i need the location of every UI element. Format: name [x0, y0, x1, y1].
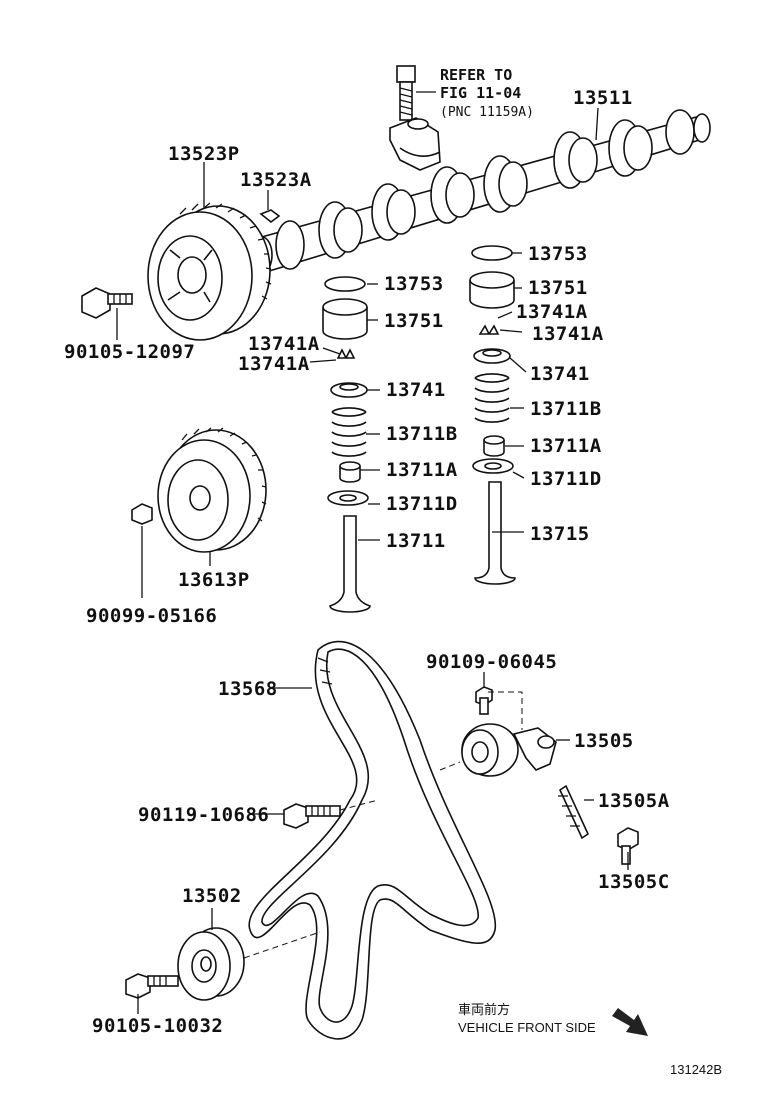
refer-line-2: FIG 11-04 — [440, 84, 521, 102]
label-valve-left: 13711 — [386, 530, 446, 552]
label-tensioner-bolt: 90109-06045 — [426, 651, 557, 673]
label-camshaft: 13511 — [573, 87, 633, 109]
refer-bolt-bracket — [389, 65, 441, 171]
label-crank-key: 90099-05166 — [86, 605, 217, 627]
label-seat-left: 13711D — [386, 493, 458, 515]
valve-stack-left — [322, 276, 371, 613]
cam-pulley — [147, 202, 272, 341]
crank-pulley — [157, 427, 267, 553]
valve-stack-right — [469, 245, 516, 585]
label-keeper-left-b: 13741A — [238, 353, 310, 375]
label-shim-left: 13753 — [384, 273, 444, 295]
label-seal-right: 13711A — [530, 435, 602, 457]
label-lifter-right: 13751 — [528, 277, 588, 299]
label-japanese-front: 車両前方 — [458, 1002, 510, 1017]
label-belt: 13568 — [218, 678, 278, 700]
front-direction-arrow — [612, 1008, 648, 1036]
figure-code: 131242B — [670, 1062, 722, 1077]
label-cam-bolt: 90105-12097 — [64, 341, 195, 363]
label-cam-key: 13523A — [240, 169, 312, 191]
label-spring-left: 13711B — [386, 423, 458, 445]
label-shim-right: 13753 — [528, 243, 588, 265]
label-lifter-left: 13751 — [384, 310, 444, 332]
label-idler: 13502 — [182, 885, 242, 907]
tensioner-assembly — [461, 686, 639, 865]
label-retainer-right: 13741 — [530, 363, 590, 385]
label-bolt-mid: 90119-10686 — [138, 804, 269, 826]
label-idler-bolt: 90105-10032 — [92, 1015, 223, 1037]
label-valve-right: 13715 — [530, 523, 590, 545]
label-retainer-left: 13741 — [386, 379, 446, 401]
refer-line-1: REFER TO — [440, 66, 512, 84]
cam-bolt — [81, 287, 133, 319]
label-crank-pulley: 13613P — [178, 569, 250, 591]
label-seat-right: 13711D — [530, 468, 602, 490]
label-vehicle-front-side: VEHICLE FRONT SIDE — [458, 1020, 596, 1035]
label-cam-pulley: 13523P — [168, 143, 240, 165]
label-keeper-right-b: 13741A — [532, 323, 604, 345]
label-keeper-right-a: 13741A — [516, 301, 588, 323]
label-tensioner-spring: 13505A — [598, 790, 670, 812]
label-tensioner: 13505 — [574, 730, 634, 752]
label-stud: 13505C — [598, 871, 670, 893]
crank-key — [131, 503, 153, 525]
timing-belt — [248, 640, 497, 1040]
idler-pulley — [177, 927, 245, 1001]
idler-bolt — [125, 973, 179, 999]
label-keeper-left-a: 13741A — [248, 333, 320, 355]
camshaft — [251, 109, 711, 274]
cam-key — [259, 209, 281, 224]
label-seal-left: 13711A — [386, 459, 458, 481]
refer-line-3: (PNC 11159A) — [440, 105, 534, 120]
bolt-90119 — [283, 803, 341, 829]
label-spring-right: 13711B — [530, 398, 602, 420]
